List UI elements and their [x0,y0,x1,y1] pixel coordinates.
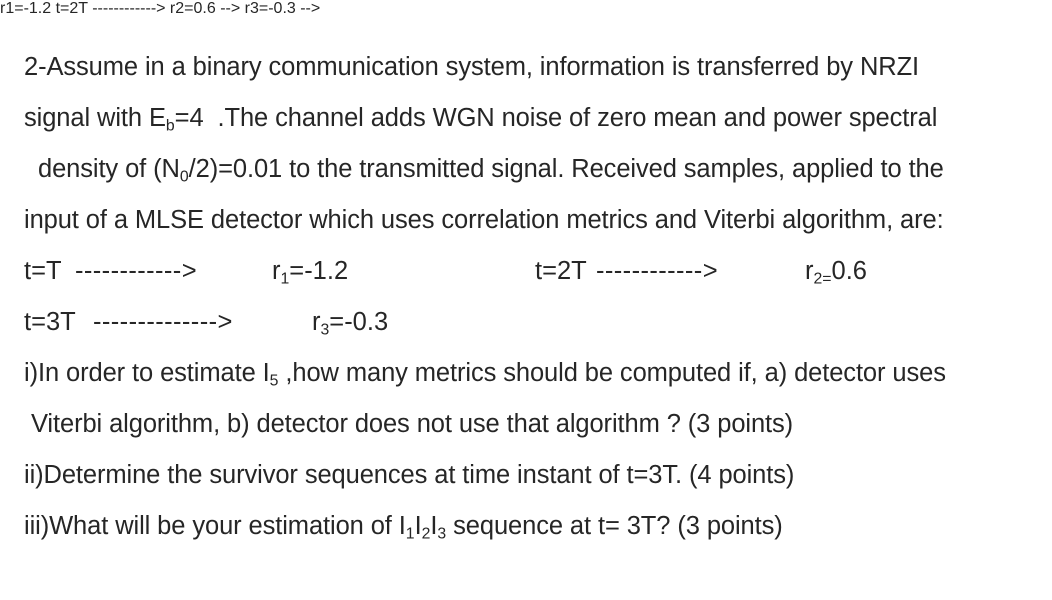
question-iii-text-before: iii)What will be your estimation of I [24,512,406,540]
sample-2-arrow: ------------> [596,257,718,285]
symbol-I3-subscript: 3 [437,525,447,543]
sample-1-symbol: r [272,257,281,285]
sample-2-subscripted-equals: = [822,270,832,288]
sample-3-symbol: r [312,308,321,336]
sample-2-symbol: r [805,257,814,285]
sample-2-time-label: t=2T [535,257,587,285]
question-item-iii: iii)What will be your estimation of I1I2… [24,511,783,543]
line-3-text-after: /2)=0.01 to the transmitted signal. Rece… [188,155,944,183]
symbol-I5-subscript: 5 [269,372,279,390]
question-iii-text-after: sequence at t= 3T? (3 points) [446,512,783,540]
question-item-i: i)In order to estimate I5 ,how many metr… [24,358,946,390]
sample-2-index: 2 [813,270,823,288]
line-2-text-after: =4 .The channel adds WGN noise of zero m… [174,104,938,132]
symbol-I3-base: I [430,512,438,540]
sample-3-value: r3=-0.3 [312,307,389,339]
question-line-1: 2-Assume in a binary communication syste… [24,53,920,81]
symbol-I2-base: I [414,512,422,540]
line-3-text-before: density of (N [31,155,180,183]
energy-per-bit-subscript: b [165,117,175,135]
sample-1-time-label: t=T [24,257,62,285]
question-line-4: input of a MLSE detector which uses corr… [24,206,944,234]
sample-1-arrow: ------------> [75,257,197,285]
question-line-3: density of (N0/2)=0.01 to the transmitte… [31,154,944,186]
sample-3-arrow: --------------> [93,308,233,336]
question-item-ii: ii)Determine the survivor sequences at t… [24,461,795,489]
sample-3-number: =-0.3 [329,308,389,336]
symbol-I1-subscript: 1 [405,525,415,543]
question-line-2: signal with Eb=4 .The channel adds WGN n… [24,103,938,135]
noise-density-subscript: 0 [179,168,189,186]
question-i-text-before: i)In order to estimate I [24,359,270,387]
sample-1-value: r1=-1.2 [272,256,349,288]
symbol-I2-subscript: 2 [421,525,431,543]
sample-1-number: =-1.2 [289,257,349,285]
sample-3-time-label: t=3T [24,308,76,336]
sample-2-value: r2=0.6 [805,256,867,288]
sample-2-number: 0.6 [831,257,867,285]
question-i-text-after: ,how many metrics should be computed if,… [278,359,946,387]
sample-1-index: 1 [280,270,290,288]
question-item-i-continued: Viterbi algorithm, b) detector does not … [24,410,794,438]
line-2-text-before: signal with E [24,104,166,132]
sample-3-index: 3 [320,321,330,339]
